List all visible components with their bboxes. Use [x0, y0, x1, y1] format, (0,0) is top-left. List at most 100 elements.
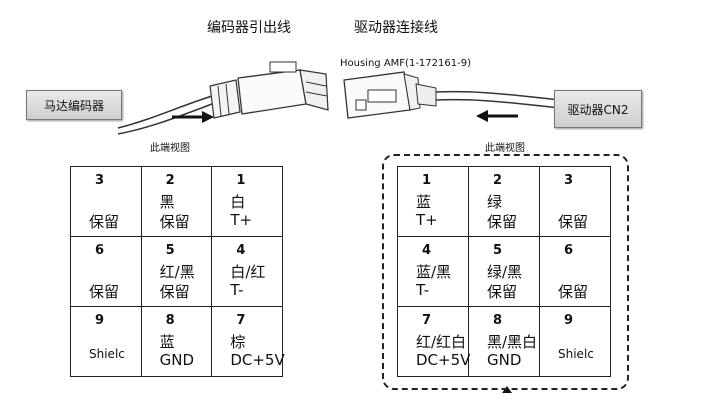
- right-boot: [415, 83, 437, 107]
- pin-number: 7: [236, 313, 246, 328]
- pin-wire-color: 红/黑: [159, 263, 195, 281]
- pin-number: 4: [236, 243, 246, 258]
- pin-signal: T+: [416, 211, 438, 229]
- pin-cell: 2 绿保留: [468, 166, 540, 237]
- pin-signal: 保留: [487, 283, 518, 301]
- left-strain-relief: [209, 79, 241, 119]
- pin-cell: 5 绿/黑保留: [468, 236, 540, 307]
- pin-wire-color: 黑: [159, 193, 175, 211]
- pin-wire-color: 蓝: [159, 333, 175, 351]
- pin-number: 8: [493, 313, 503, 328]
- pin-signal: Shielc: [89, 347, 125, 361]
- left-cable-line-a: [117, 95, 213, 129]
- pin-number: 6: [564, 243, 574, 258]
- pin-number: 1: [422, 173, 432, 188]
- plug-slot-1: [305, 81, 327, 87]
- driver-cable-title: 驱动器连接线: [354, 20, 438, 36]
- pin-wire-color: 黑/黑白: [487, 333, 538, 351]
- pin-wire-color: 蓝: [416, 193, 432, 211]
- left-arrow-head: [202, 111, 214, 123]
- pin-wire-color: 绿: [487, 193, 503, 211]
- pin-number: 1: [236, 173, 246, 188]
- relief-rib-1: [217, 85, 222, 117]
- plug-slot-2: [305, 91, 328, 97]
- pin-signal: 保留: [159, 213, 190, 231]
- pin-number: 3: [564, 173, 574, 188]
- pin-signal: GND: [159, 351, 195, 369]
- pin-number: 9: [564, 313, 574, 328]
- pin-cell: 3 保留: [70, 166, 142, 237]
- right-plug-window: [367, 89, 397, 103]
- pin-number: 6: [95, 243, 105, 258]
- pin-number: 8: [165, 313, 175, 328]
- pin-wire-color: 蓝/黑: [416, 263, 452, 281]
- pin-signal: GND: [487, 351, 522, 369]
- left-cable-line-b: [117, 103, 213, 135]
- pin-wire-color: 绿/黑: [487, 263, 523, 281]
- pin-signal: 保留: [487, 213, 518, 231]
- pin-cell: 6 保留: [539, 236, 611, 307]
- encoder-lead-title: 编码器引出线: [207, 20, 291, 36]
- right-cable-line-b: [435, 98, 561, 109]
- right-plug-key: [355, 99, 367, 111]
- pin-signal: 保留: [89, 283, 120, 301]
- pin-wire-color: 白: [230, 193, 246, 211]
- pin-signal: Shielc: [558, 347, 594, 361]
- pin-number: 5: [165, 243, 175, 258]
- pin-wire-color: 白/红: [230, 263, 266, 281]
- pin-signal: 保留: [89, 213, 120, 231]
- housing-label: Housing AMF(1-172161-9): [340, 58, 471, 69]
- pin-signal: 保留: [558, 213, 589, 231]
- pin-wire-color: 棕: [230, 333, 246, 351]
- pin-signal: DC+5V: [230, 351, 285, 369]
- pin-number: 3: [95, 173, 105, 188]
- pin-signal: T-: [416, 281, 430, 299]
- pin-cell: 3 保留: [539, 166, 611, 237]
- relief-rib-2: [225, 83, 230, 115]
- right-arrow-head: [476, 110, 488, 122]
- pin-signal: T+: [230, 211, 253, 229]
- right-dashed-frame: [382, 154, 629, 390]
- left-view-label: 此端视图: [150, 143, 190, 154]
- pin-number: 2: [165, 173, 175, 188]
- left-plug-latch: [269, 61, 297, 73]
- pin-number: 7: [422, 313, 432, 328]
- pin-cell: 5 红/黑保留: [140, 236, 213, 307]
- pin-cell: 6 保留: [70, 236, 142, 307]
- right-view-label: 此端视图: [485, 143, 525, 154]
- pin-signal: DC+5V: [416, 351, 471, 369]
- left-plug-body: [237, 69, 307, 115]
- right-plug-rear: [403, 73, 421, 111]
- pin-number: 2: [493, 173, 503, 188]
- right-cable-line-a: [435, 90, 561, 101]
- driver-cn2-box: 驱动器CN2: [554, 90, 642, 128]
- motor-encoder-box: 马达编码器: [26, 90, 122, 120]
- left-plug-face: [299, 69, 329, 111]
- pin-wire-color: 红/红白: [416, 333, 467, 351]
- pin-signal: 保留: [159, 283, 190, 301]
- pin-signal: 保留: [558, 283, 589, 301]
- pin-number: 4: [422, 243, 432, 258]
- pin-number: 9: [95, 313, 105, 328]
- pin-number: 5: [493, 243, 503, 258]
- pin-cell: 2 黑保留: [140, 166, 213, 237]
- pin-signal: T-: [230, 281, 244, 299]
